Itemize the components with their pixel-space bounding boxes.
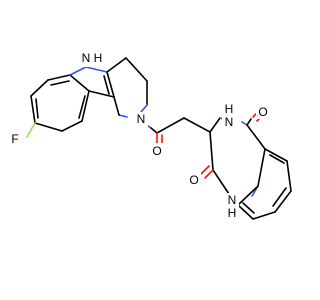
diazepine-h-lower-atom: H [228,206,237,220]
acyl-linker [139,117,211,146]
diazepine-nh-lower-atom: N [228,193,237,207]
diazepine-oxygen-right-atom: O [258,105,267,119]
diazepine-oxygen-left-atom: O [189,173,198,187]
amide-oxygen-atom: O [152,144,161,158]
indole-benzene-ring [30,74,90,132]
molecule-diagram: N H F N O H N O O N H [8,51,292,221]
atom-labels: N H F N O H N O O N H [8,51,270,221]
diazepine-nh-upper-atom: N [225,115,234,129]
tetrahydropyridine-ring [106,57,148,118]
piperidine-nitrogen-atom: N [137,112,146,126]
c-f-bond [26,122,36,138]
diazepine-h-upper-atom: H [225,102,234,116]
structure-drawing: N H F N O H N O O N H [8,51,292,221]
fluorine-atom: F [11,132,18,146]
indole-pyrrole-ring [69,66,115,98]
indole-nh-atom: N [82,51,91,65]
benzodiazepine-benzene-ring [237,148,292,220]
indole-h-atom: H [94,51,103,65]
